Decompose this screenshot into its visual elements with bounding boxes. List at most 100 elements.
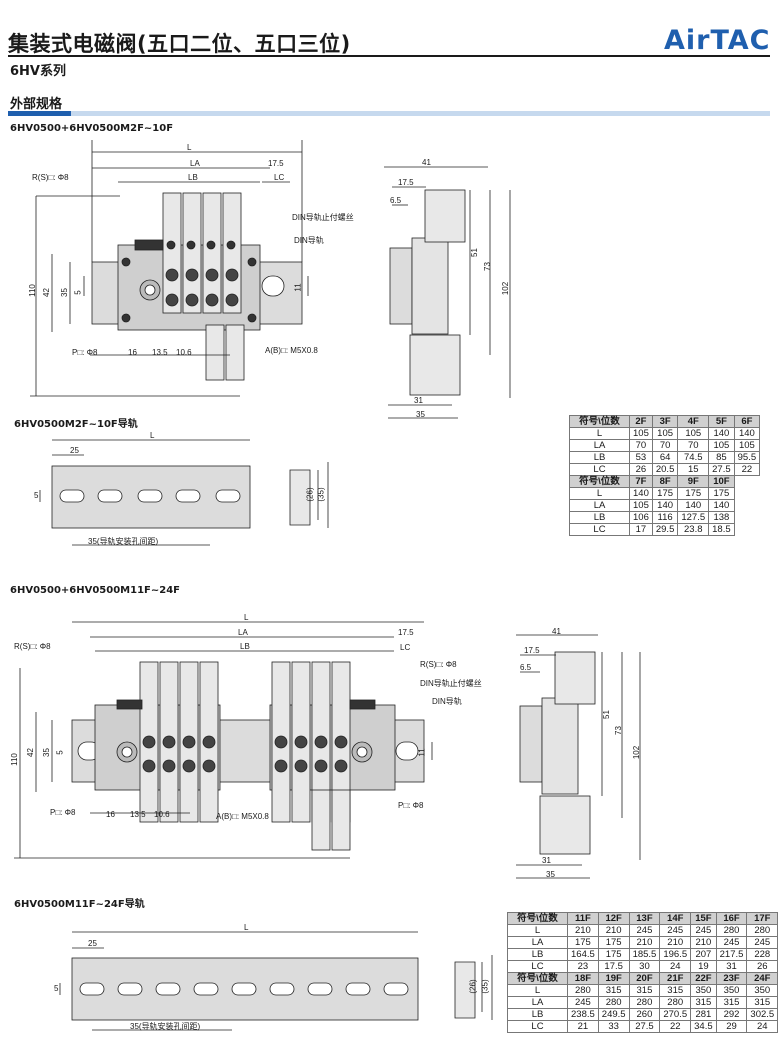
- dim-16: 16: [128, 348, 137, 357]
- dim-L: L: [187, 143, 192, 152]
- table-empty: [734, 524, 760, 536]
- table-cell: 127.5: [677, 511, 710, 524]
- table-cell: 350: [746, 984, 779, 997]
- table-cell: 29.5: [651, 523, 679, 536]
- label2-rs-right: R(S)□: Φ8: [420, 660, 457, 669]
- row-label: LB: [507, 948, 568, 961]
- table-cell: 207: [690, 948, 717, 961]
- table-cell: 15: [677, 463, 710, 476]
- dim-11: 11: [293, 283, 303, 292]
- label2-ab-port: A(B)□: M5X0.8: [216, 812, 269, 821]
- table-cell: 175: [597, 948, 630, 961]
- table-cell: 210: [567, 924, 599, 937]
- table-col-header: 2F: [629, 415, 653, 428]
- table-cell: 140: [651, 499, 679, 512]
- row-label: LA: [569, 439, 630, 452]
- table-cell: 315: [597, 984, 630, 997]
- label-din-rail: DIN导轨: [294, 236, 324, 245]
- row-label: LC: [507, 1020, 568, 1033]
- table-cell: 70: [629, 439, 653, 452]
- dim-5: 5: [73, 290, 83, 295]
- table-cell: 196.5: [659, 948, 692, 961]
- table-cell: 23.8: [677, 523, 710, 536]
- table-cell: 116: [651, 511, 679, 524]
- diagram1-side-view: [384, 166, 511, 419]
- table-cell: 140: [629, 487, 653, 500]
- table-col-header: 6F: [733, 415, 761, 428]
- side2-dim-17-5: 17.5: [524, 646, 540, 655]
- table-col-header: 22F: [690, 972, 717, 985]
- row-label: LB: [507, 1008, 568, 1021]
- table-cell: 105: [733, 439, 761, 452]
- side2-dim-51: 51: [601, 710, 611, 719]
- row-label: LA: [569, 499, 630, 512]
- section-bar: [8, 111, 770, 116]
- side-dim-51: 51: [469, 248, 479, 257]
- label2-p-left: P□: Φ8: [50, 808, 76, 817]
- table-cell: 217.5: [715, 948, 748, 961]
- table-col-header: 5F: [708, 415, 735, 428]
- table-cell: 85: [708, 451, 735, 464]
- rail2-dim-26: (26): [468, 979, 478, 994]
- row-label: L: [507, 924, 568, 937]
- rail2-pitch: 35(导轨安装孔间距): [130, 1022, 201, 1031]
- table-cell: 21: [567, 1020, 599, 1033]
- table-empty: [734, 488, 760, 500]
- table-cell: 22: [733, 463, 761, 476]
- table-cell: 315: [715, 996, 748, 1009]
- table-cell: 175: [567, 936, 599, 949]
- table-col-header: 13F: [628, 912, 661, 925]
- table-col-header: 15F: [690, 912, 717, 925]
- rail1-dim-26: (26): [305, 487, 315, 502]
- row-label: L: [569, 427, 630, 440]
- airtac-logo: AirTAC: [664, 25, 771, 56]
- table-cell: 70: [677, 439, 710, 452]
- dim2-17-5: 17.5: [398, 628, 414, 637]
- table-corner: 符号\位数: [507, 912, 568, 925]
- table-cell: 280: [746, 924, 779, 937]
- side-dim-102: 102: [501, 281, 511, 296]
- table-col-header: 14F: [659, 912, 692, 925]
- rail2-drawing: [59, 931, 493, 1031]
- side2-dim-6-5: 6.5: [520, 663, 532, 672]
- table-cell: 70: [651, 439, 679, 452]
- table-col-header: 12F: [597, 912, 630, 925]
- table-cell: 31: [715, 960, 748, 973]
- table-cell: 105: [629, 427, 653, 440]
- dim2-5: 5: [55, 750, 65, 755]
- label-p-port: P□: Φ8: [72, 348, 98, 357]
- table-cell: 33: [597, 1020, 630, 1033]
- table-cell: 138: [708, 511, 735, 524]
- dim2-42: 42: [25, 748, 35, 757]
- row-label: LC: [569, 463, 630, 476]
- section-bar-accent: [8, 111, 71, 116]
- table-cell: 280: [567, 984, 599, 997]
- table-cell: 106: [629, 511, 653, 524]
- title-divider: [8, 55, 770, 57]
- dim-17-5: 17.5: [268, 159, 284, 168]
- rail2-dim-25: 25: [88, 939, 97, 948]
- table-cell: 27.5: [708, 463, 735, 476]
- table-cell: 245: [567, 996, 599, 1009]
- side2-dim-73: 73: [613, 726, 623, 735]
- side-dim-73: 73: [482, 262, 492, 271]
- table-cell: 210: [597, 924, 630, 937]
- side-dim-17-5: 17.5: [398, 178, 414, 187]
- table-col-header: 16F: [715, 912, 748, 925]
- dim2-11: 11: [417, 748, 427, 757]
- table-cell: 53: [629, 451, 653, 464]
- table-col-header: 17F: [746, 912, 779, 925]
- series-name: 6HV系列: [10, 64, 66, 79]
- label2-din-rail: DIN导轨: [432, 697, 462, 706]
- table-cell: 26: [629, 463, 653, 476]
- dim2-10-6: 10.6: [154, 810, 170, 819]
- table-cell: 30: [628, 960, 661, 973]
